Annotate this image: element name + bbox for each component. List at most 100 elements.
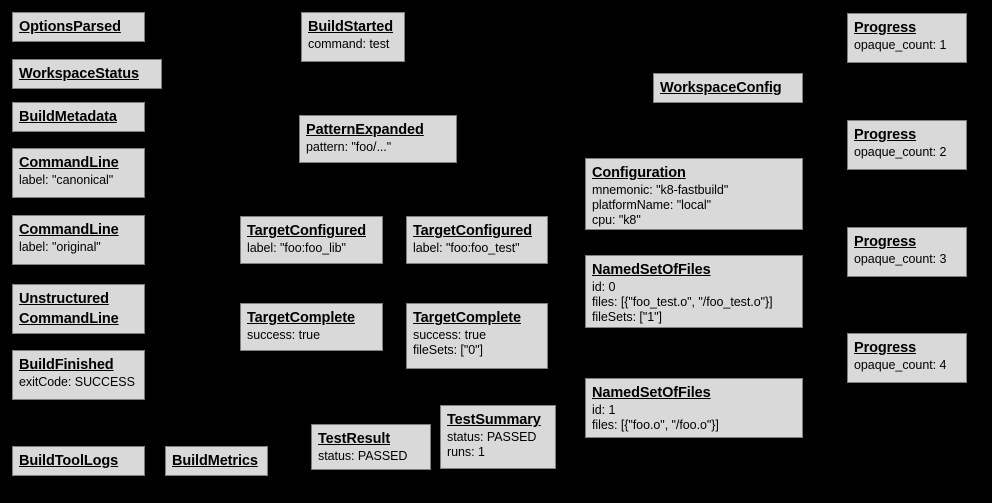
node-field: success: true bbox=[247, 328, 320, 342]
node-title-line: NamedSetOfFiles bbox=[592, 383, 796, 403]
event-node-test-result[interactable]: TestResult status: PASSED bbox=[311, 424, 431, 470]
node-title-line: CommandLine bbox=[19, 153, 138, 173]
node-field: runs: 1 bbox=[447, 444, 485, 459]
event-node-progress-1[interactable]: Progress opaque_count: 1 bbox=[847, 13, 967, 63]
node-field: label: "original" bbox=[19, 240, 101, 254]
event-node-build-tool-logs[interactable]: BuildToolLogs bbox=[12, 446, 145, 476]
node-field: fileSets: ["0"] bbox=[413, 342, 483, 357]
node-field: fileSets: ["1"] bbox=[592, 309, 662, 324]
node-title: WorkspaceConfig bbox=[660, 80, 782, 96]
node-field: mnemonic: "k8-fastbuild" bbox=[592, 183, 729, 197]
node-title: BuildMetrics bbox=[172, 453, 258, 469]
node-title-line: TargetConfigured bbox=[247, 221, 376, 241]
event-node-build-metrics[interactable]: BuildMetrics bbox=[165, 446, 268, 476]
node-field: id: 0 bbox=[592, 280, 616, 294]
event-node-progress-3[interactable]: Progress opaque_count: 3 bbox=[847, 227, 967, 277]
event-node-unstructured-command-line[interactable]: UnstructuredCommandLine bbox=[12, 284, 145, 334]
node-field: status: PASSED bbox=[447, 430, 537, 444]
node-title: Progress bbox=[854, 127, 917, 143]
event-node-command-line-original[interactable]: CommandLine label: "original" bbox=[12, 215, 145, 265]
node-title-line: BuildMetrics bbox=[172, 451, 261, 471]
node-title: BuildMetadata bbox=[19, 109, 117, 125]
node-title-line: BuildMetadata bbox=[19, 107, 138, 127]
node-title: CommandLine bbox=[19, 222, 119, 238]
node-title-line: WorkspaceConfig bbox=[660, 78, 796, 98]
event-node-workspace-status[interactable]: WorkspaceStatus bbox=[12, 59, 162, 89]
node-field: opaque_count: 1 bbox=[854, 38, 947, 52]
node-title: Progress bbox=[854, 20, 917, 36]
event-node-configuration[interactable]: Configuration mnemonic: "k8-fastbuild"pla… bbox=[585, 158, 803, 230]
node-title: BuildToolLogs bbox=[19, 453, 119, 469]
node-title: CommandLine bbox=[19, 155, 119, 171]
node-field: opaque_count: 4 bbox=[854, 358, 947, 372]
node-title: TestSummary bbox=[447, 412, 541, 428]
node-field: id: 1 bbox=[592, 403, 616, 417]
node-title-line: TestResult bbox=[318, 429, 424, 449]
node-field: label: "canonical" bbox=[19, 173, 114, 187]
event-node-options-parsed[interactable]: OptionsParsed bbox=[12, 12, 145, 42]
node-title-line: Progress bbox=[854, 125, 960, 145]
node-title: BuildStarted bbox=[308, 19, 394, 35]
node-title: TargetConfigured bbox=[247, 223, 366, 239]
node-title-line: TestSummary bbox=[447, 410, 549, 430]
event-node-progress-4[interactable]: Progress opaque_count: 4 bbox=[847, 333, 967, 383]
node-field: exitCode: SUCCESS bbox=[19, 375, 135, 389]
node-title: TargetConfigured bbox=[413, 223, 532, 239]
node-title: BuildFinished bbox=[19, 357, 114, 373]
event-node-progress-2[interactable]: Progress opaque_count: 2 bbox=[847, 120, 967, 170]
node-title-line: TargetComplete bbox=[413, 308, 541, 328]
node-title-line: PatternExpanded bbox=[306, 120, 450, 140]
node-title-line: Configuration bbox=[592, 163, 796, 183]
event-node-workspace-config[interactable]: WorkspaceConfig bbox=[653, 73, 803, 103]
event-node-target-configured-foo-lib[interactable]: TargetConfigured label: "foo:foo_lib" bbox=[240, 216, 383, 264]
node-title-line: BuildFinished bbox=[19, 355, 138, 375]
node-title: TargetComplete bbox=[413, 310, 521, 326]
node-field: label: "foo:foo_test" bbox=[413, 241, 520, 255]
node-title-line: WorkspaceStatus bbox=[19, 64, 155, 84]
node-field: files: [{"foo.o", "/foo.o"}] bbox=[592, 417, 719, 432]
node-field: cpu: "k8" bbox=[592, 212, 641, 227]
node-title: Progress bbox=[854, 340, 917, 356]
event-node-build-started[interactable]: BuildStarted command: test bbox=[301, 12, 405, 62]
node-title-line: TargetConfigured bbox=[413, 221, 541, 241]
event-node-command-line-canonical[interactable]: CommandLine label: "canonical" bbox=[12, 148, 145, 198]
event-node-build-finished[interactable]: BuildFinished exitCode: SUCCESS bbox=[12, 350, 145, 400]
node-field: success: true bbox=[413, 328, 486, 342]
node-field: status: PASSED bbox=[318, 449, 408, 463]
node-title-line: NamedSetOfFiles bbox=[592, 260, 796, 280]
node-title: Progress bbox=[854, 234, 917, 250]
node-title-line: BuildToolLogs bbox=[19, 451, 138, 471]
node-field: opaque_count: 3 bbox=[854, 252, 947, 266]
node-title: NamedSetOfFiles bbox=[592, 262, 711, 278]
event-node-pattern-expanded[interactable]: PatternExpanded pattern: "foo/..." bbox=[299, 115, 457, 163]
event-node-build-metadata[interactable]: BuildMetadata bbox=[12, 102, 145, 132]
node-title-line: OptionsParsed bbox=[19, 17, 138, 37]
node-title: OptionsParsed bbox=[19, 19, 121, 35]
node-title-line: Progress bbox=[854, 232, 960, 252]
node-field: label: "foo:foo_lib" bbox=[247, 241, 346, 255]
node-field: platformName: "local" bbox=[592, 197, 711, 212]
node-field: files: [{"foo_test.o", "/foo_test.o"}] bbox=[592, 294, 773, 309]
node-field: command: test bbox=[308, 37, 390, 51]
node-title: NamedSetOfFiles bbox=[592, 385, 711, 401]
node-title-line: TargetComplete bbox=[247, 308, 376, 328]
node-title: CommandLine bbox=[19, 311, 119, 327]
event-node-target-configured-foo-test[interactable]: TargetConfigured label: "foo:foo_test" bbox=[406, 216, 548, 264]
node-title: WorkspaceStatus bbox=[19, 66, 139, 82]
node-field: pattern: "foo/..." bbox=[306, 140, 392, 154]
node-title: PatternExpanded bbox=[306, 122, 424, 138]
node-title-line: BuildStarted bbox=[308, 17, 398, 37]
node-title: TestResult bbox=[318, 431, 391, 447]
node-title-line: Progress bbox=[854, 18, 960, 38]
node-field: opaque_count: 2 bbox=[854, 145, 947, 159]
node-title-line: CommandLine bbox=[19, 220, 138, 240]
node-title: Configuration bbox=[592, 165, 686, 181]
node-title: Unstructured bbox=[19, 291, 109, 307]
node-title-line: Progress bbox=[854, 338, 960, 358]
